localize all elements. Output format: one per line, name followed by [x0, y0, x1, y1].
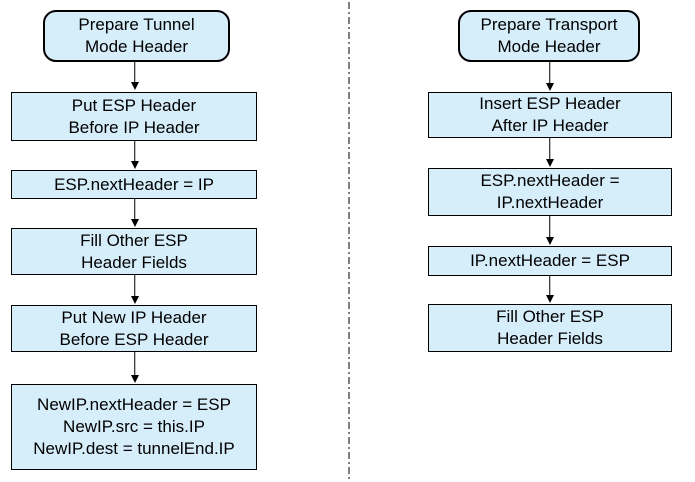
column-divider-line: [348, 2, 350, 480]
node-ip-nextheader-equals-esp: IP.nextHeader = ESP: [428, 246, 672, 276]
arrow-down-icon: [545, 276, 554, 303]
arrow-down-icon: [545, 138, 554, 167]
arrow-down-icon: [545, 62, 554, 91]
node-insert-esp-header-after-ip-header: Insert ESP Header After IP Header: [428, 92, 672, 138]
arrow-down-icon: [130, 62, 139, 90]
node-fill-other-esp-header-fields-tunnel: Fill Other ESP Header Fields: [11, 228, 257, 275]
arrow-down-icon: [130, 141, 139, 169]
node-esp-nextheader-equals-ip-nextheader: ESP.nextHeader = IP.nextHeader: [428, 168, 672, 216]
node-esp-nextheader-equals-ip: ESP.nextHeader = IP: [11, 170, 257, 199]
node-newip-field-assignments: NewIP.nextHeader = ESP NewIP.src = this.…: [11, 384, 257, 470]
arrow-down-icon: [130, 352, 139, 383]
arrow-down-icon: [130, 199, 139, 227]
node-prepare-tunnel-mode-header: Prepare Tunnel Mode Header: [43, 10, 230, 62]
node-fill-other-esp-header-fields-transport: Fill Other ESP Header Fields: [428, 304, 672, 352]
arrow-down-icon: [545, 216, 554, 245]
node-put-esp-header-before-ip-header: Put ESP Header Before IP Header: [11, 92, 257, 141]
node-put-new-ip-header-before-esp-header: Put New IP Header Before ESP Header: [11, 305, 257, 352]
node-prepare-transport-mode-header: Prepare Transport Mode Header: [458, 10, 640, 62]
arrow-down-icon: [130, 275, 139, 304]
